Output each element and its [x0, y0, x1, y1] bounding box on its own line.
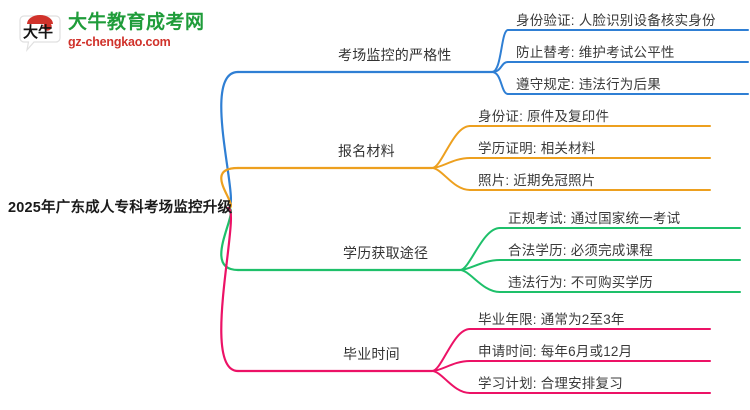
branch-label-1[interactable]: 报名材料 [338, 143, 395, 159]
leaf-connector-0-0[interactable] [491, 29, 509, 73]
leaf-connector-2-2[interactable] [459, 269, 501, 293]
leaf-label-0-2[interactable]: 遵守规定: 违法行为后果 [516, 77, 661, 92]
leaf-connector-0-2[interactable] [491, 71, 509, 95]
branch-label-3[interactable]: 毕业时间 [343, 346, 400, 362]
branch-label-0[interactable]: 考场监控的严格性 [338, 47, 452, 63]
leaf-label-2-2[interactable]: 违法行为: 不可购买学历 [508, 275, 653, 290]
leaf-connector-3-2[interactable] [431, 370, 471, 394]
leaf-label-1-2[interactable]: 照片: 近期免冠照片 [478, 173, 596, 188]
leaf-label-0-0[interactable]: 身份验证: 人脸识别设备核实身份 [516, 13, 716, 28]
leaf-label-3-0[interactable]: 毕业年限: 通常为2至3年 [478, 312, 625, 327]
logo-brand-url: gz-chengkao.com [68, 34, 171, 49]
logo-brand-cn: 大牛教育成考网 [68, 12, 205, 33]
branch-trunk-3[interactable] [220, 206, 240, 373]
leaf-label-1-1[interactable]: 学历证明: 相关材料 [478, 141, 596, 156]
leaf-connector-1-2[interactable] [431, 167, 471, 191]
site-logo: 大牛 大牛教育成考网 gz-chengkao.com [18, 10, 228, 60]
svg-text:大牛: 大牛 [23, 23, 53, 41]
branch-trunk-1[interactable] [220, 166, 240, 210]
leaf-label-3-2[interactable]: 学习计划: 合理安排复习 [478, 376, 623, 391]
root-node-label[interactable]: 2025年广东成人专科考场监控升级 [8, 200, 233, 216]
leaf-label-3-1[interactable]: 申请时间: 每年6月或12月 [478, 344, 633, 359]
daniu-logo-icon: 大牛 [19, 15, 61, 53]
logo-wordmark: 大牛教育成考网 gz-chengkao.com [68, 13, 228, 55]
leaf-label-1-0[interactable]: 身份证: 原件及复印件 [478, 109, 610, 124]
leaf-label-0-1[interactable]: 防止替考: 维护考试公平性 [516, 45, 675, 60]
leaf-label-2-0[interactable]: 正规考试: 通过国家统一考试 [508, 211, 681, 226]
leaf-label-2-1[interactable]: 合法学历: 必须完成课程 [508, 243, 653, 258]
branch-label-2[interactable]: 学历获取途径 [343, 245, 429, 261]
